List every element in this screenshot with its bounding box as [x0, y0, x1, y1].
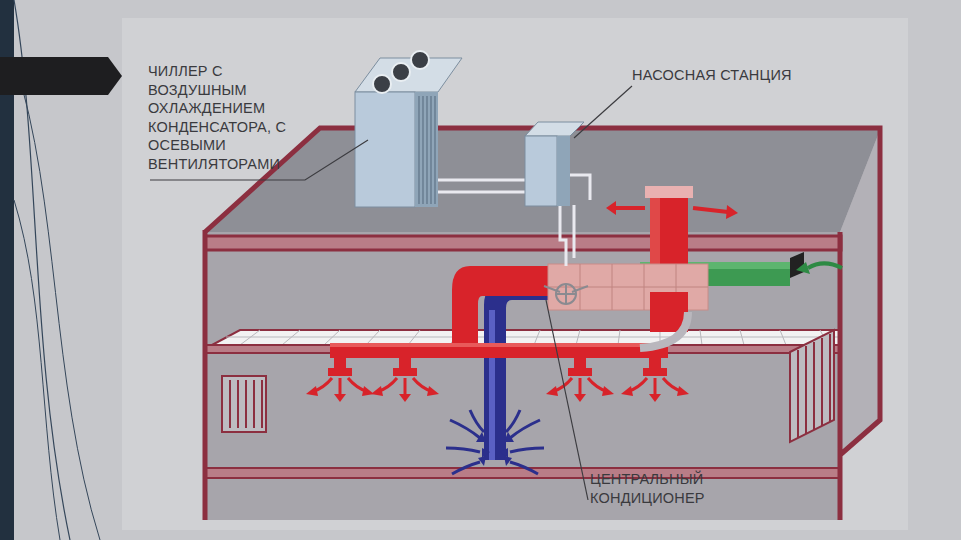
air-diffusers [649, 356, 661, 370]
leader-lines [546, 300, 588, 500]
building [205, 236, 841, 250]
pump-station [557, 136, 570, 206]
air-diffusers [339, 378, 342, 394]
return-air-duct [446, 410, 544, 474]
return-air-duct [489, 310, 495, 460]
chiller-unit [411, 51, 429, 69]
wall-vents [790, 252, 804, 278]
callout-label: НАСОСНАЯ СТАНЦИЯ [632, 66, 792, 85]
air-diffusers [362, 386, 374, 396]
pump-station [525, 136, 557, 206]
central-air-handler [544, 284, 588, 304]
return-air-duct [476, 432, 514, 466]
air-diffusers [393, 368, 417, 376]
air-diffusers [546, 386, 558, 396]
air-diffusers [568, 368, 592, 376]
return-air-duct [504, 456, 512, 466]
central-air-handler [640, 312, 688, 348]
wall-vents [222, 376, 266, 432]
return-air-duct [510, 448, 544, 452]
supply-air-ducts [693, 208, 728, 212]
return-air-duct [484, 282, 548, 460]
central-air-handler [544, 264, 708, 348]
chiller-unit [355, 51, 462, 207]
air-diffusers [574, 394, 586, 402]
chiller-unit [419, 96, 435, 204]
callout-label: ЦЕНТРАЛЬНЫЙ КОНДИЦИОНЕР [590, 470, 740, 507]
leader-lines [574, 86, 632, 138]
supply-air-ducts [330, 343, 668, 347]
supply-air-ducts [650, 192, 688, 332]
return-air-duct [506, 410, 520, 432]
air-diffusers [621, 386, 633, 396]
building [205, 128, 880, 520]
slide-background [122, 18, 908, 530]
callout-label: ЧИЛЛЕР С ВОЗДУШНЫМ ОХЛАЖДЕНИЕМ КОНДЕНСАТ… [148, 62, 298, 173]
supply-air-ducts [330, 343, 668, 358]
air-diffusers [643, 368, 667, 376]
air-diffusers [306, 386, 689, 402]
pump-station [525, 122, 584, 136]
air-diffusers [334, 356, 346, 370]
air-diffusers [654, 378, 657, 394]
air-diffusers [427, 386, 439, 396]
air-diffusers [399, 356, 411, 370]
air-diffusers [574, 356, 586, 370]
chiller-unit [373, 75, 391, 93]
chiller-unit [392, 63, 410, 81]
air-diffusers [602, 386, 614, 396]
supply-air-ducts [645, 186, 693, 198]
building [205, 128, 880, 520]
air-diffusers [399, 394, 411, 402]
slide-background [14, 200, 60, 540]
slide-background [0, 57, 122, 95]
building [205, 468, 841, 478]
air-diffusers [404, 378, 407, 394]
supply-air-ducts [452, 266, 560, 350]
slide-background [14, 60, 100, 540]
building [205, 130, 880, 232]
building [226, 330, 840, 345]
return-air-duct [510, 462, 538, 474]
chiller-unit [355, 58, 462, 92]
supply-air-ducts [330, 186, 738, 358]
air-diffusers [677, 386, 689, 396]
building [212, 330, 840, 345]
chiller-unit [355, 92, 415, 207]
building [205, 128, 880, 520]
air-diffusers [328, 356, 667, 376]
supply-air-ducts [726, 205, 738, 219]
supply-air-ducts [612, 206, 645, 210]
air-diffusers [371, 386, 383, 396]
return-air-duct [452, 462, 480, 474]
wall-vents [230, 380, 262, 428]
return-air-duct [482, 448, 490, 458]
return-air-duct [500, 448, 508, 458]
chiller-unit [415, 92, 438, 207]
wall-vents [222, 252, 834, 442]
air-diffusers [328, 368, 352, 376]
air-diffusers [306, 386, 318, 396]
air-diffusers [334, 394, 346, 402]
wall-vents [790, 330, 834, 442]
air-diffusers [306, 356, 689, 402]
building [840, 130, 880, 455]
return-air-duct [476, 432, 486, 442]
air-diffusers [649, 394, 661, 402]
return-air-duct [470, 410, 484, 432]
return-air-duct [504, 432, 514, 442]
return-air-duct [478, 456, 486, 466]
pump-station [525, 122, 584, 206]
air-diffusers [579, 378, 582, 394]
supply-air-ducts [606, 201, 616, 215]
outdoor-air-duct [796, 262, 810, 274]
outdoor-air-duct [808, 264, 842, 269]
wall-vents [798, 334, 830, 438]
return-air-duct [446, 448, 480, 452]
